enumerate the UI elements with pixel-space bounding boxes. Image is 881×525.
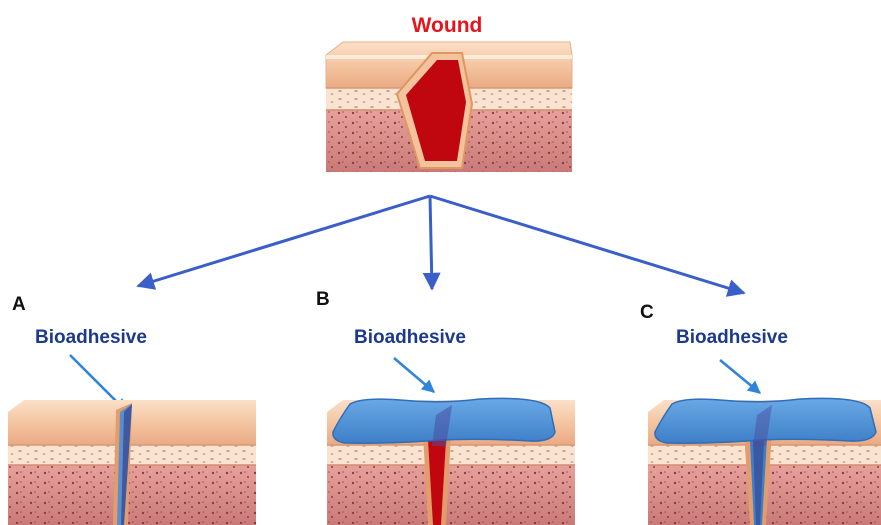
panel-a: A Bioadhesive (8, 294, 256, 525)
panel-b-pointer (394, 358, 434, 392)
panel-b-bioadhesive-label: Bioadhesive (354, 327, 466, 348)
panel-c: C Bioadhesive (640, 302, 881, 525)
panel-b-letter: B (316, 289, 330, 310)
panel-c-pointer (720, 360, 760, 393)
wound-title: Wound (412, 14, 483, 37)
arrow-to-c (430, 196, 744, 293)
wound-skin-block (326, 42, 572, 172)
panel-a-letter: A (12, 294, 26, 315)
arrow-to-a (138, 196, 430, 286)
arrow-to-b (430, 196, 432, 289)
panel-c-letter: C (640, 302, 654, 323)
branch-arrows (138, 196, 744, 293)
panel-b: B Bioadhesive (316, 289, 575, 525)
panel-c-bioadhesive-label: Bioadhesive (676, 327, 788, 348)
panel-a-bioadhesive-label: Bioadhesive (35, 327, 147, 348)
